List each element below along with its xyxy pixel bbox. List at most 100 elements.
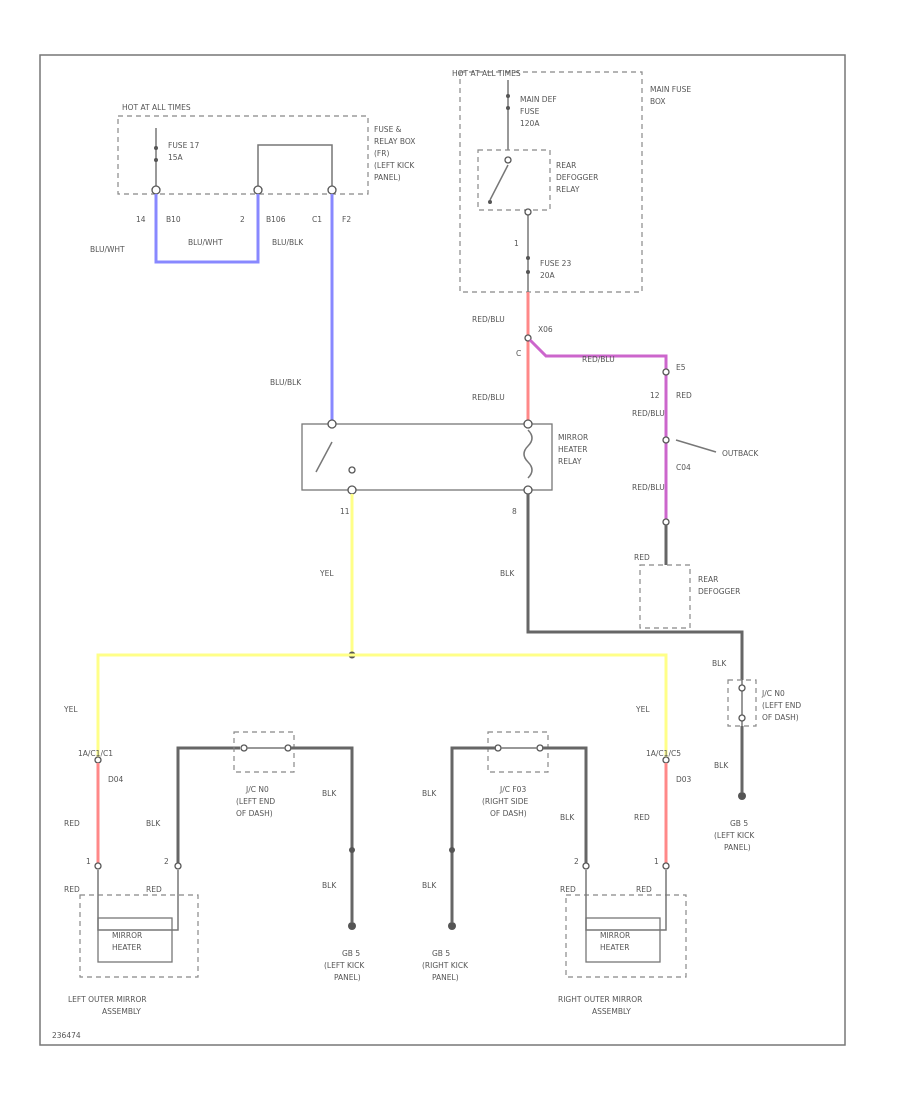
wire-blk-j-label: BLK xyxy=(712,659,727,668)
ground-gb5-right-kick-mid xyxy=(448,922,456,930)
wire-blk-left-label: BLK xyxy=(146,819,161,828)
jc-mid-right-label-1: J/C F03 xyxy=(499,785,526,794)
right-mirror-heater-element xyxy=(585,917,661,963)
rear-defogger-relay-box xyxy=(477,149,551,211)
red-left-1: RED xyxy=(64,885,80,894)
jc-mid-right-label-2: (RIGHT SIDE xyxy=(482,797,529,806)
conn-c04: C04 xyxy=(676,463,691,472)
pin-2: 2 xyxy=(240,215,245,224)
wire-red-blu-label-1: RED/BLU xyxy=(472,315,505,324)
pin-1-right: 1 xyxy=(654,857,659,866)
fuse-relay-box xyxy=(117,115,369,195)
pin-c1: C1 xyxy=(312,215,322,224)
wire-blu-wht-label-1: BLU/WHT xyxy=(90,245,125,254)
wire-blk-main-label: BLK xyxy=(500,569,515,578)
gb-left-label-2: (LEFT KICK xyxy=(714,831,755,840)
jc-mid-right-label-3: OF DASH) xyxy=(490,809,527,818)
mirror-relay-switch xyxy=(315,441,333,473)
pin-2-left: 2 xyxy=(164,857,169,866)
fuse-relay-box-label-3: (FR) xyxy=(374,149,389,158)
rear-defogger-wire-red: RED xyxy=(634,553,650,562)
jc-mid-right-box xyxy=(487,731,549,773)
mirror-heater-left-label-1: MIRROR xyxy=(112,931,142,940)
main-fuse-box-label-1: MAIN FUSE xyxy=(650,85,691,94)
main-fuse-box-label-2: BOX xyxy=(650,97,666,106)
gb-left-label-1: GB 5 xyxy=(730,819,748,828)
wire-blu-wht xyxy=(154,194,260,264)
pin-1-top: 1 xyxy=(514,239,519,248)
gb-ml-label-1: GB 5 xyxy=(342,949,360,958)
conn-right-top: 1A/C1/C5 xyxy=(646,749,681,758)
wire-blu-blk-label-2: BLU/BLK xyxy=(270,378,302,387)
wire-red-label-1: RED xyxy=(676,391,692,400)
conn-e5: E5 xyxy=(676,363,686,372)
gb-mr-label-1: GB 5 xyxy=(432,949,450,958)
fuse23-label: FUSE 23 xyxy=(540,259,571,268)
terminal-rear-defogger xyxy=(662,518,670,526)
left-mirror-assembly-box xyxy=(79,894,199,978)
pin-f2: F2 xyxy=(342,215,351,224)
outback-label: OUTBACK xyxy=(722,449,759,458)
fuse23-symbol-b xyxy=(526,270,530,274)
pin-b10: B10 xyxy=(166,215,181,224)
jc-mid-left-label-3: OF DASH) xyxy=(236,809,273,818)
diagram-frame xyxy=(39,54,846,1046)
relay-output-terminal xyxy=(524,208,532,216)
wire-yel-main-label: YEL xyxy=(319,569,334,578)
main-def-fuse-symbol-b xyxy=(506,106,510,110)
mirror-heater-left-label-2: HEATER xyxy=(112,943,141,952)
pin-8: 8 xyxy=(512,507,517,516)
wire-yel-distribution xyxy=(96,653,668,760)
conn-x06: X06 xyxy=(538,325,553,334)
mirror-heater-relay-box xyxy=(301,423,553,491)
main-def-fuse-label-1: MAIN DEF xyxy=(520,95,557,104)
outback-pointer xyxy=(675,439,717,453)
wire-blk-ml-label-2: BLK xyxy=(322,881,337,890)
red-right-2: RED xyxy=(636,885,652,894)
gb-mr-label-2: (RIGHT KICK xyxy=(422,961,469,970)
mirror-relay-terminal-coil xyxy=(523,419,533,429)
mirror-heater-relay-label-3: RELAY xyxy=(558,457,582,466)
rear-defogger-label-1: REAR xyxy=(698,575,718,584)
pin-2-right: 2 xyxy=(574,857,579,866)
internal-jumper xyxy=(257,144,333,188)
junction-x06 xyxy=(524,334,532,342)
mirror-relay-coil xyxy=(523,429,533,479)
terminal-left-pin-1 xyxy=(94,862,102,870)
jc-mid-left-label-2: (LEFT END xyxy=(236,797,275,806)
rear-defogger-box xyxy=(639,564,691,629)
jc-left-label-3: OF DASH) xyxy=(762,713,799,722)
terminal-right-pin-1 xyxy=(662,862,670,870)
wire-red-blu-label-5: RED/BLU xyxy=(632,483,665,492)
hot-at-all-times-right: HOT AT ALL TIMES xyxy=(452,69,521,78)
red-right-1: RED xyxy=(560,885,576,894)
wire-blk-left xyxy=(176,746,240,865)
right-mirror-assy-label-2: ASSEMBLY xyxy=(592,1007,631,1016)
jc-mid-left-terminal-a xyxy=(240,744,248,752)
mirror-heater-relay-label-1: MIRROR xyxy=(558,433,588,442)
wire-blk-right-label: BLK xyxy=(560,813,575,822)
wire-blu-blk-label-1: BLU/BLK xyxy=(272,238,304,247)
wire-blk-mr-label-2: BLK xyxy=(422,881,437,890)
fuse-relay-box-label-5: PANEL) xyxy=(374,173,401,182)
wire-red-blu-branch xyxy=(528,338,668,520)
rear-defogger-relay-contact xyxy=(504,156,512,164)
mid-left-splice-dot xyxy=(349,847,355,853)
wire-blk-j2-label: BLK xyxy=(714,761,729,770)
left-mirror-heater-leads xyxy=(97,870,179,931)
fuse-relay-box-label-4: (LEFT KICK xyxy=(374,161,415,170)
wire-blk-right xyxy=(542,746,588,865)
ground-gb5-left-kick xyxy=(348,922,356,930)
mirror-relay-terminal-8 xyxy=(523,485,533,495)
mirror-heater-right-label-1: MIRROR xyxy=(600,931,630,940)
wire-yel-left-label: YEL xyxy=(63,705,78,714)
terminal-f2 xyxy=(327,185,337,195)
wire-red-left-label: RED xyxy=(64,819,80,828)
jc-left-label-1: J/C N0 xyxy=(761,689,785,698)
wire-red-right-label: RED xyxy=(634,813,650,822)
jc-left-label-2: (LEFT END xyxy=(762,701,801,710)
conn-12: 12 xyxy=(650,391,660,400)
terminal-c04 xyxy=(662,436,670,444)
pin-14: 14 xyxy=(136,215,146,224)
